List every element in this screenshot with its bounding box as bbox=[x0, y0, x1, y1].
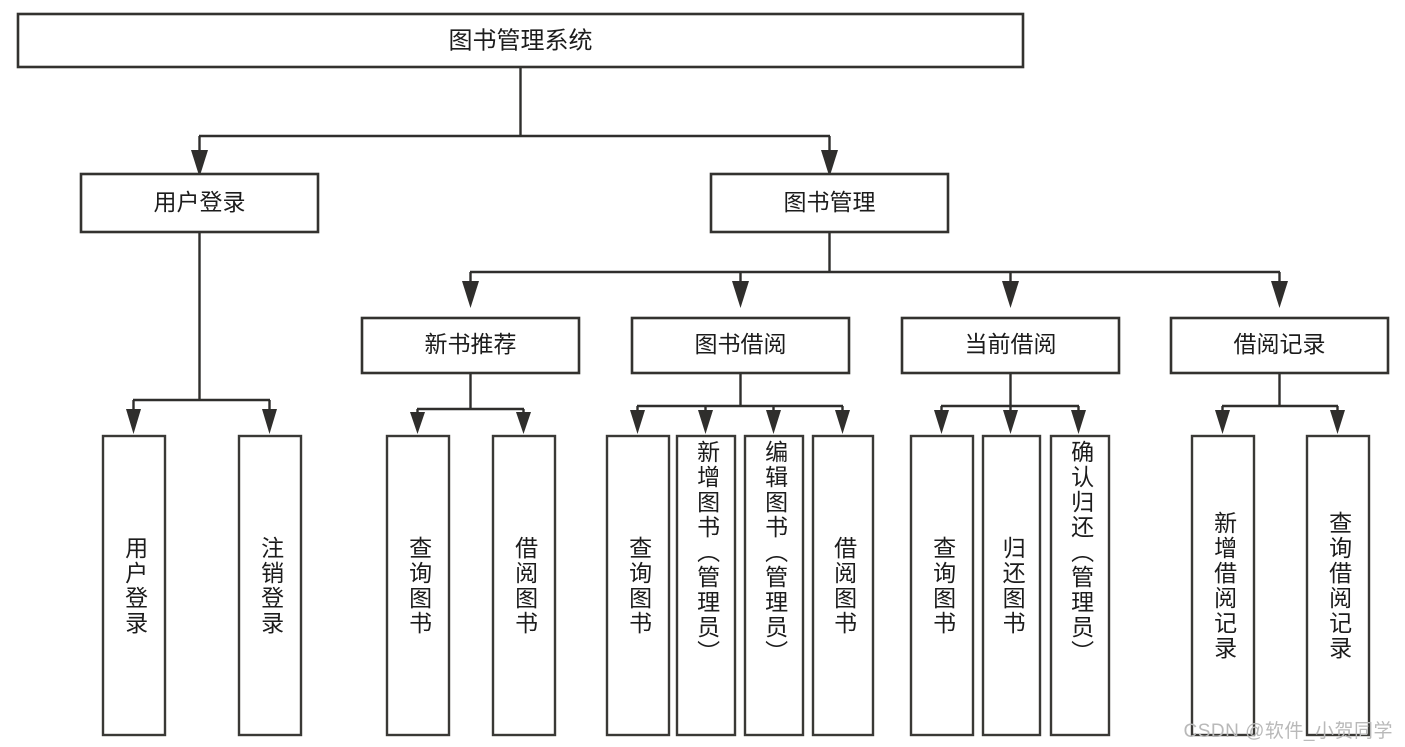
connector-group-bookmanage bbox=[462, 232, 1288, 308]
arrowhead-leaf-user-login bbox=[126, 409, 141, 434]
leaf-query-book-1-box[interactable] bbox=[385, 434, 451, 737]
connector-group-newbookrec bbox=[410, 373, 531, 434]
arrowhead-leaf-confirm-return bbox=[1071, 410, 1086, 434]
leaf-confirm-return-box[interactable] bbox=[1049, 434, 1111, 737]
arrowhead-leaf-edit-book bbox=[766, 410, 781, 434]
leaf-add-book-box[interactable] bbox=[675, 434, 737, 737]
arrowhead-leaf-add-book bbox=[698, 410, 713, 434]
arrowhead-leaf-query-book-1 bbox=[410, 412, 425, 434]
leaf-user-login-box[interactable] bbox=[101, 434, 167, 737]
node-user-login-box[interactable] bbox=[79, 172, 320, 234]
node-borrow-record[interactable]: 借阅记录 bbox=[1169, 316, 1390, 375]
arrowhead-leaf-borrow-book-2 bbox=[835, 410, 850, 434]
arrowhead-leaf-query-record bbox=[1330, 410, 1345, 434]
node-borrow-record-box[interactable] bbox=[1169, 316, 1390, 375]
node-root-box[interactable] bbox=[16, 12, 1025, 69]
node-book-borrow-box[interactable] bbox=[630, 316, 851, 375]
arrowhead-leaf-return-book bbox=[1003, 410, 1018, 434]
node-new-book-rec-label: 新书推荐 bbox=[425, 331, 517, 357]
arrowhead-new-book-rec bbox=[462, 281, 479, 308]
node-root-label: 图书管理系统 bbox=[449, 27, 593, 54]
node-current-borrow-box[interactable] bbox=[900, 316, 1121, 375]
node-book-manage[interactable]: 图书管理 bbox=[709, 172, 950, 234]
node-new-book-rec-box[interactable] bbox=[360, 316, 581, 375]
connector-group-borrowrecord bbox=[1215, 373, 1345, 434]
arrowhead-current-borrow bbox=[1002, 281, 1019, 308]
arrowhead-bookmanage bbox=[821, 150, 838, 177]
arrowhead-leaf-logout bbox=[262, 409, 277, 434]
arrowhead-userlogin bbox=[191, 150, 208, 177]
node-current-borrow[interactable]: 当前借阅 bbox=[900, 316, 1121, 375]
leaf-borrow-book-2-box[interactable] bbox=[811, 434, 875, 737]
leaf-query-book-3-box[interactable] bbox=[909, 434, 975, 737]
leaf-query-book-2-box[interactable] bbox=[605, 434, 671, 737]
leaf-return-book-box[interactable] bbox=[981, 434, 1042, 737]
node-book-manage-box[interactable] bbox=[709, 172, 950, 234]
arrowhead-leaf-query-book-3 bbox=[934, 410, 949, 434]
node-root[interactable]: 图书管理系统 bbox=[16, 12, 1025, 69]
csdn-watermark: CSDN @软件_小贺同学 bbox=[1183, 721, 1393, 742]
connector-group-bookborrow bbox=[630, 373, 850, 434]
node-book-manage-label: 图书管理 bbox=[784, 189, 876, 215]
connector-group-userlogin bbox=[126, 232, 277, 434]
node-borrow-record-label: 借阅记录 bbox=[1234, 331, 1326, 357]
leaf-add-record-box[interactable] bbox=[1190, 434, 1256, 737]
node-current-borrow-label: 当前借阅 bbox=[965, 331, 1057, 357]
node-user-login-label: 用户登录 bbox=[154, 189, 246, 215]
leaf-box-group bbox=[101, 434, 1371, 737]
leaf-edit-book-box[interactable] bbox=[743, 434, 805, 737]
node-user-login[interactable]: 用户登录 bbox=[79, 172, 320, 234]
leaf-query-record-box[interactable] bbox=[1305, 434, 1371, 737]
leaf-logout-box[interactable] bbox=[237, 434, 303, 737]
node-new-book-rec[interactable]: 新书推荐 bbox=[360, 316, 581, 375]
leaf-borrow-book-1-box[interactable] bbox=[491, 434, 557, 737]
arrowhead-borrow-record bbox=[1271, 281, 1288, 308]
node-book-borrow-label: 图书借阅 bbox=[695, 331, 787, 357]
arrowhead-book-borrow bbox=[732, 281, 749, 308]
connector-group-root bbox=[191, 67, 838, 177]
arrowhead-leaf-borrow-book-1 bbox=[516, 412, 531, 434]
node-book-borrow[interactable]: 图书借阅 bbox=[630, 316, 851, 375]
arrowhead-leaf-add-record bbox=[1215, 410, 1230, 434]
arrowhead-leaf-query-book-2 bbox=[630, 410, 645, 434]
connector-group-currentborrow bbox=[934, 373, 1086, 434]
